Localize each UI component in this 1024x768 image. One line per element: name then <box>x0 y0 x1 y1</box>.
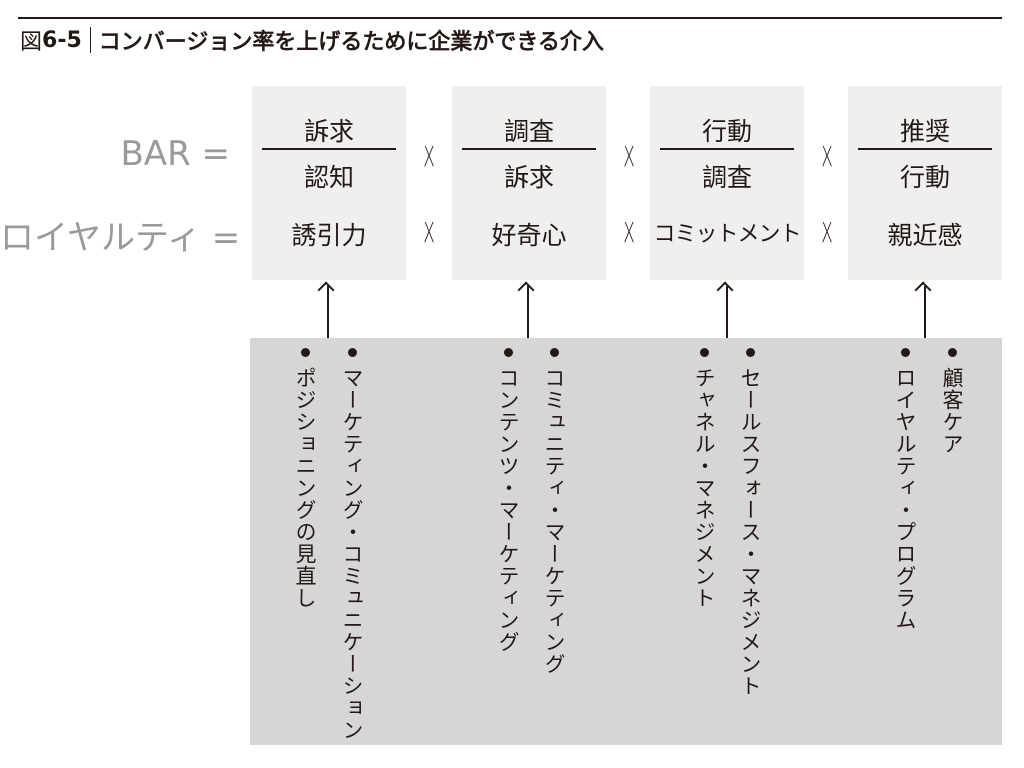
stage-box-3: 行動 調査 コミットメント <box>650 86 804 280</box>
fraction-bar <box>858 148 992 150</box>
bullet-icon <box>347 348 357 357</box>
up-arrow-icon <box>327 286 329 338</box>
numerator: 行動 <box>701 117 752 146</box>
stage-box-1: 訴求 認知 誘引力 <box>252 86 406 280</box>
title-separator <box>89 27 91 53</box>
intervention-text: コンテンツ・マーケティング <box>496 367 520 653</box>
intervention-text: セールスフォース・マネジメント <box>738 367 762 697</box>
denominator: 認知 <box>303 163 354 192</box>
title-text: コンバージョン率を上げるために企業ができる介入 <box>98 30 604 55</box>
bullet-icon <box>503 348 513 357</box>
intervention-item: 顧客ケア <box>939 348 965 455</box>
numerator: 調査 <box>503 117 554 146</box>
up-arrow-icon <box>726 286 728 338</box>
intervention-text: ロイヤルティ・プログラム <box>893 367 917 631</box>
stage-box-4: 推奨 行動 親近感 <box>848 86 1002 280</box>
title-rule <box>18 17 1002 19</box>
up-arrow-icon <box>924 286 926 338</box>
loyalty-factor: コミットメント <box>653 222 801 247</box>
bullet-icon <box>300 348 310 357</box>
denominator: 訴求 <box>503 163 554 192</box>
fraction-bar <box>262 148 396 150</box>
stage-box-2: 調査 訴求 好奇心 <box>452 86 606 280</box>
times-symbol: X <box>623 140 635 173</box>
intervention-item: ポジショニングの見直し <box>292 348 318 609</box>
bullet-icon <box>947 348 957 357</box>
bullet-icon <box>699 348 709 357</box>
times-symbol: X <box>423 216 435 249</box>
up-arrow-icon <box>527 286 529 338</box>
intervention-text: チャネル・マネジメント <box>692 367 716 609</box>
figure-label: 図 <box>20 30 43 55</box>
bar-row-label: BAR = <box>120 134 230 174</box>
intervention-text: 顧客ケア <box>940 367 964 455</box>
times-symbol: X <box>821 216 833 249</box>
bullet-icon <box>549 348 559 357</box>
times-symbol: X <box>821 140 833 173</box>
denominator: 調査 <box>701 163 752 192</box>
loyalty-factor: 親近感 <box>887 221 963 250</box>
intervention-item: マーケティング・コミュニケーション <box>339 348 365 741</box>
intervention-text: ポジショニングの見直し <box>293 367 317 609</box>
times-symbol: X <box>423 140 435 173</box>
loyalty-factor: 好奇心 <box>491 221 567 250</box>
loyalty-row-label: ロイヤルティ = <box>0 218 241 258</box>
intervention-item: ロイヤルティ・プログラム <box>892 348 918 631</box>
intervention-text: マーケティング・コミュニケーション <box>340 367 364 741</box>
loyalty-factor: 誘引力 <box>291 221 367 250</box>
intervention-item: コンテンツ・マーケティング <box>495 348 521 653</box>
intervention-item: チャネル・マネジメント <box>691 348 717 609</box>
fraction-bar <box>462 148 596 150</box>
intervention-text: コミュニティ・マーケティング <box>542 367 566 675</box>
intervention-item: コミュニティ・マーケティング <box>541 348 567 675</box>
intervention-item: セールスフォース・マネジメント <box>737 348 763 697</box>
bullet-icon <box>745 348 755 357</box>
numerator: 訴求 <box>303 117 354 146</box>
figure-title: 図 6-5 コンバージョン率を上げるために企業ができる介入 <box>20 24 604 56</box>
interventions-panel <box>250 338 1002 745</box>
times-symbol: X <box>623 216 635 249</box>
bullet-icon <box>900 348 910 357</box>
figure-number: 6-5 <box>42 27 82 53</box>
numerator: 推奨 <box>899 117 950 146</box>
denominator: 行動 <box>899 163 950 192</box>
fraction-bar <box>660 148 794 150</box>
